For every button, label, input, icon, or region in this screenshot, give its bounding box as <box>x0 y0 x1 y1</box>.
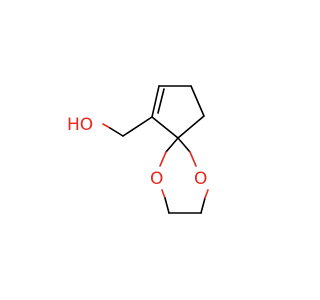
bond-c5-o1 <box>165 137 179 153</box>
bond-c5-o2 <box>177 137 191 153</box>
bond-c5-o1-red <box>159 151 167 167</box>
bond-c2-o2-red <box>204 189 209 199</box>
bond-c2-o2 <box>200 197 206 214</box>
bond-o-ch2 <box>109 127 124 137</box>
bonds <box>102 85 209 214</box>
atom-labels: HO O O <box>67 115 207 189</box>
bond-c8-c9 <box>190 85 205 117</box>
bond-o-ch2-red <box>102 123 111 129</box>
bond-c9-c5 <box>177 115 205 139</box>
structure-diagram: HO O O <box>67 85 209 214</box>
bond-c5-o2-red <box>189 151 197 167</box>
bond-o1-c3-red <box>161 189 166 199</box>
bond-c6-c7-inner <box>157 88 165 114</box>
bond-ch2-c6 <box>122 116 153 137</box>
hydroxyl-label: HO <box>67 115 93 135</box>
bond-o1-c3 <box>164 197 170 214</box>
bond-c6-c5 <box>151 116 179 139</box>
ring-oxygen-left-label: O <box>150 169 163 189</box>
ring-oxygen-right-label: O <box>194 169 207 189</box>
bond-c6-c7 <box>151 85 160 118</box>
